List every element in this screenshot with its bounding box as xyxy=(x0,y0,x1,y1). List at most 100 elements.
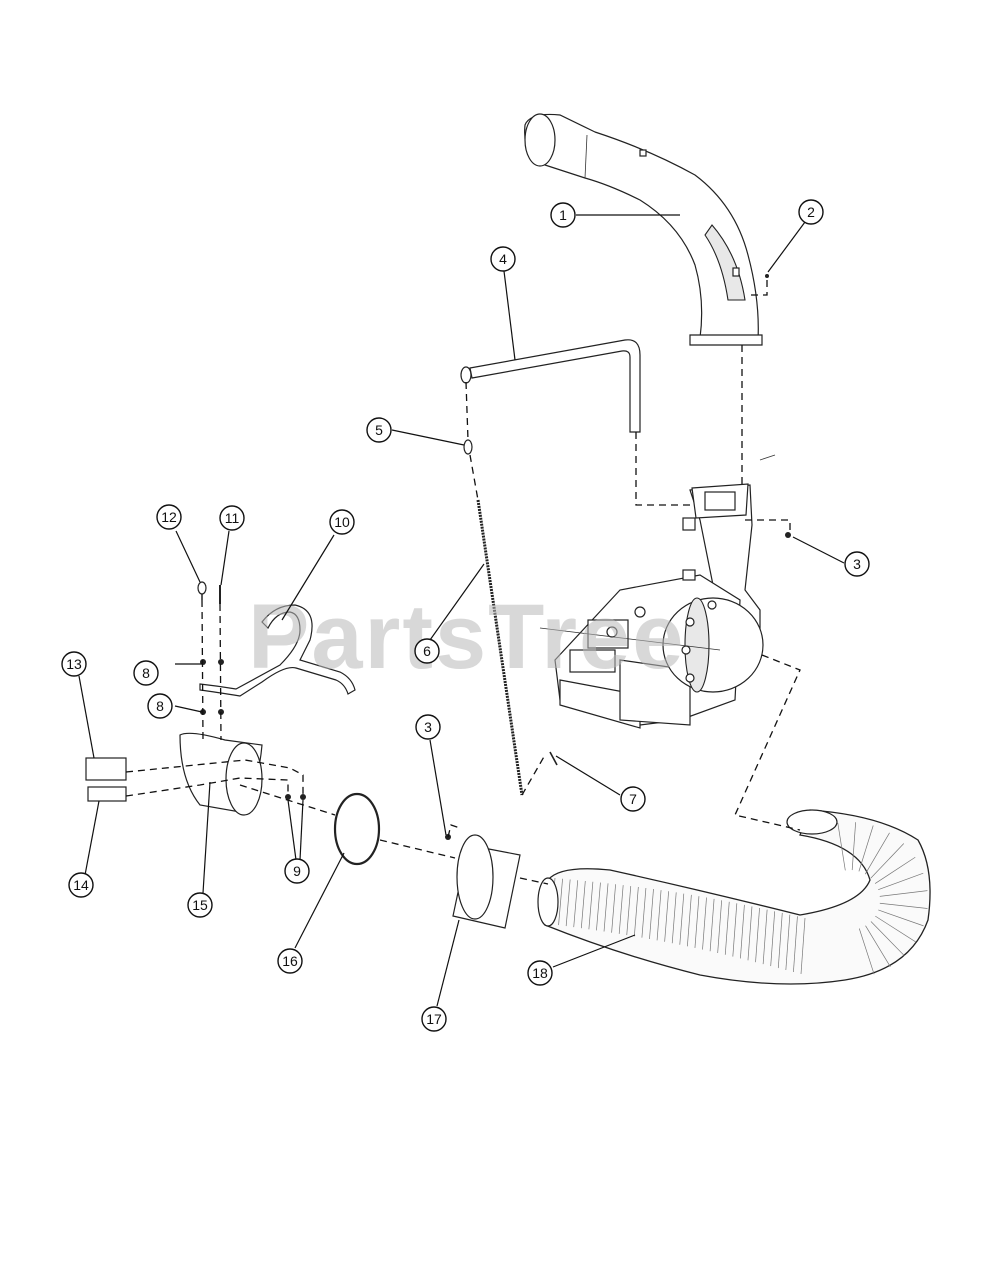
hose-rib xyxy=(588,881,594,930)
hose-clamp xyxy=(333,792,381,866)
hose-rib xyxy=(874,856,916,884)
hose-rib xyxy=(694,896,700,948)
svg-text:14: 14 xyxy=(73,877,89,893)
hose-rib xyxy=(626,886,632,936)
svg-text:9: 9 xyxy=(293,863,301,879)
callout-3: 3 xyxy=(844,551,870,577)
svg-text:4: 4 xyxy=(499,251,507,267)
callout-10: 10 xyxy=(329,509,355,535)
callout-12: 12 xyxy=(156,504,182,530)
hose-collar xyxy=(452,834,521,929)
discharge-chute xyxy=(524,113,763,346)
flexible-hose xyxy=(537,809,931,985)
hose-rib xyxy=(649,889,654,939)
hose-rib xyxy=(800,917,806,975)
deflector-rod xyxy=(460,339,641,433)
callout-6: 6 xyxy=(414,638,440,664)
hose-rib xyxy=(858,928,875,975)
callout-8a: 8 xyxy=(133,660,159,686)
callout-3b: 3 xyxy=(415,714,441,740)
cable-part xyxy=(476,499,524,796)
svg-text:2: 2 xyxy=(807,204,815,220)
decal-13 xyxy=(85,757,127,781)
hose-rib xyxy=(793,916,798,973)
hose-rib xyxy=(770,911,776,967)
hose-rib xyxy=(875,915,916,943)
hose-rib xyxy=(664,891,669,942)
callout-2: 2 xyxy=(798,199,824,225)
hose-rib xyxy=(580,880,586,929)
pipe-handle xyxy=(199,604,356,697)
assembly-lines xyxy=(125,280,801,885)
hose-rib xyxy=(671,892,677,944)
adapter-tube xyxy=(179,732,263,816)
callout-5: 5 xyxy=(366,417,392,443)
hose-rib xyxy=(558,878,563,926)
hose-rib xyxy=(565,879,571,927)
callout-16: 16 xyxy=(277,948,303,974)
svg-text:6: 6 xyxy=(423,643,431,659)
blower-housing xyxy=(539,454,776,729)
hose-rib xyxy=(679,893,685,945)
callout-15: 15 xyxy=(187,892,213,918)
callout-14: 14 xyxy=(68,872,94,898)
svg-text:8: 8 xyxy=(156,698,164,714)
callout-13: 13 xyxy=(61,651,87,677)
hose-rib xyxy=(879,902,928,909)
svg-text:7: 7 xyxy=(629,791,637,807)
hose-rib xyxy=(777,912,783,969)
hose-rib xyxy=(755,907,760,963)
callout-4: 4 xyxy=(490,246,516,272)
hose-rib xyxy=(641,887,647,938)
svg-text:15: 15 xyxy=(192,897,208,913)
svg-text:13: 13 xyxy=(66,656,82,672)
hose-rib xyxy=(878,872,924,891)
svg-text:3: 3 xyxy=(424,719,432,735)
callouts: 1 2 3 4 5 6 7 8 8 9 10 11 12 13 14 15 16… xyxy=(61,199,870,1032)
svg-text:3: 3 xyxy=(853,556,861,572)
hose-rib xyxy=(633,886,639,937)
callout-18: 18 xyxy=(527,960,553,986)
hose-rib xyxy=(618,885,624,934)
svg-text:18: 18 xyxy=(532,965,548,981)
leader-lines xyxy=(78,214,845,1007)
watermark: PartsTree xyxy=(248,586,685,688)
hose-rib xyxy=(717,900,723,954)
hose-rib xyxy=(724,901,730,955)
hardware xyxy=(197,274,791,840)
hose-rib xyxy=(870,921,905,957)
svg-text:1: 1 xyxy=(559,207,567,223)
hose-rib xyxy=(851,822,856,871)
hose-rib xyxy=(864,832,890,875)
hose-rib xyxy=(573,880,579,928)
callout-1: 1 xyxy=(550,202,576,228)
hose-rib xyxy=(858,825,874,872)
svg-text:17: 17 xyxy=(426,1011,442,1027)
hose-rib xyxy=(702,897,707,950)
hose-rib xyxy=(603,883,609,932)
hose-rib xyxy=(596,882,601,931)
svg-text:10: 10 xyxy=(334,514,350,530)
hose-rib xyxy=(762,909,768,965)
callout-8b: 8 xyxy=(147,693,173,719)
callout-11: 11 xyxy=(219,505,245,531)
clevis-part xyxy=(463,439,473,455)
hose-rib xyxy=(879,890,928,897)
svg-text:5: 5 xyxy=(375,422,383,438)
hose-rib xyxy=(656,890,662,941)
hose-rib xyxy=(785,914,791,971)
svg-text:16: 16 xyxy=(282,953,298,969)
callout-7: 7 xyxy=(620,786,646,812)
callout-9: 9 xyxy=(284,858,310,884)
hose-rib xyxy=(878,909,924,927)
hose-rib xyxy=(687,894,692,947)
hose-rib xyxy=(732,903,738,957)
svg-text:12: 12 xyxy=(161,509,177,525)
decal-14 xyxy=(87,786,127,802)
svg-text:11: 11 xyxy=(225,510,240,526)
callout-17: 17 xyxy=(421,1006,447,1032)
hose-rib xyxy=(709,898,715,952)
hose-rib xyxy=(865,925,891,967)
hose-rib xyxy=(837,822,846,871)
